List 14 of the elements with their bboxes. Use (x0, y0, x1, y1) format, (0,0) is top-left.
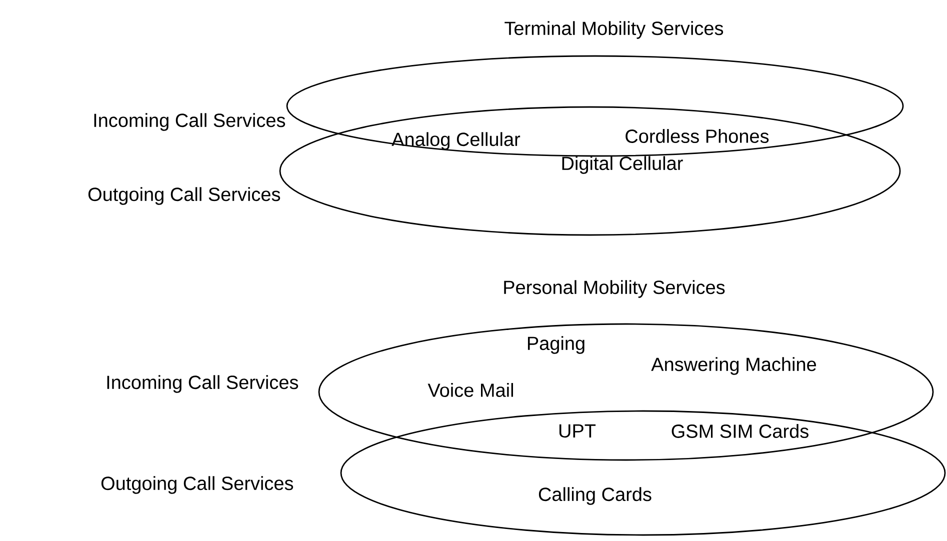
side-label: Outgoing Call Services (88, 187, 280, 205)
label: Analog Cellular (392, 132, 520, 150)
label: Voice Mail (428, 383, 513, 397)
label: Digital Cellular (562, 156, 683, 174)
side-label: Incoming Call Services (94, 113, 286, 131)
label: Calling Cards (538, 487, 652, 505)
label: Paging (528, 336, 584, 354)
label: GSM SIM Cards (672, 424, 808, 438)
label: Answering Machine (651, 357, 816, 375)
label: UPT (559, 424, 596, 438)
side-label: Incoming Call Services (107, 375, 298, 393)
side-label: Outgoing Call Services (101, 476, 294, 494)
label: Cordless Phones (626, 129, 769, 143)
label: Personal Mobility Services (504, 280, 725, 298)
